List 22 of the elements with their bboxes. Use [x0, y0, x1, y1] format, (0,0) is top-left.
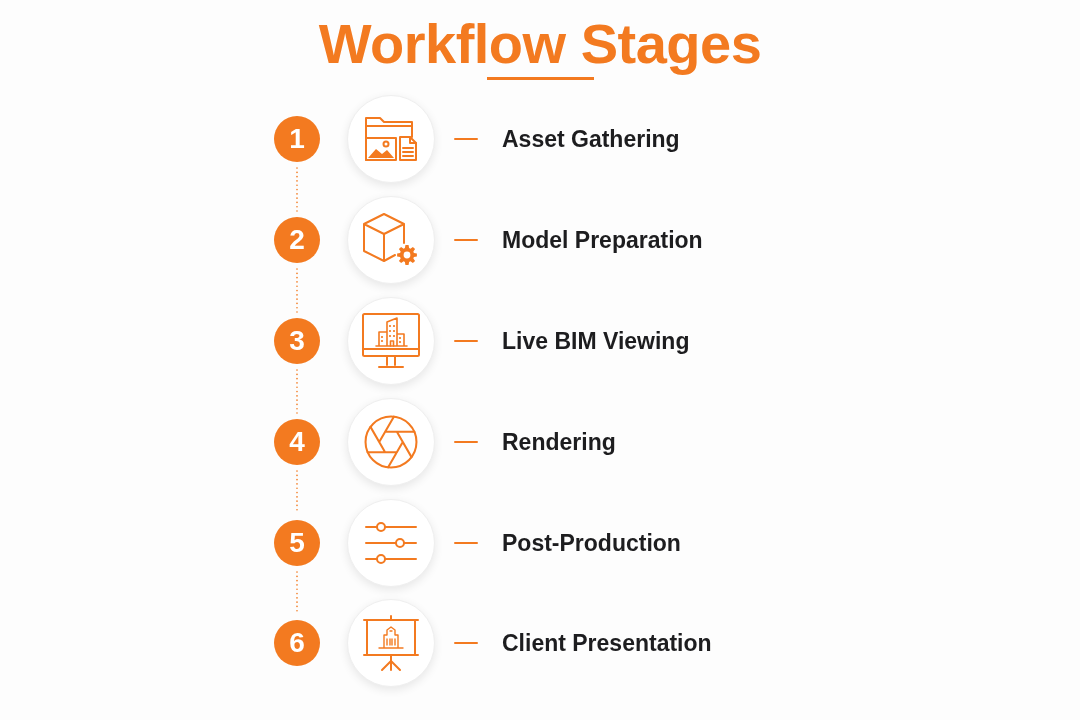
stage-label: Live BIM Viewing: [502, 327, 690, 355]
connector-line: [454, 642, 478, 644]
step-number: 2: [274, 217, 320, 263]
dotted-connector: [296, 268, 298, 313]
connector-line: [454, 542, 478, 544]
connector-line: [454, 340, 478, 342]
stage-label: Post-Production: [502, 529, 681, 557]
dotted-connector: [296, 167, 298, 212]
step-number: 5: [274, 520, 320, 566]
stage-label: Asset Gathering: [502, 125, 680, 153]
connector-line: [454, 239, 478, 241]
stage-label: Model Preparation: [502, 226, 703, 254]
step-number: 1: [274, 116, 320, 162]
step-number: 3: [274, 318, 320, 364]
connector-line: [454, 441, 478, 443]
step-number: 6: [274, 620, 320, 666]
diagram-title: Workflow Stages: [318, 13, 762, 75]
connector-line: [454, 138, 478, 140]
stage-label: Client Presentation: [502, 629, 712, 657]
dotted-connector: [296, 369, 298, 414]
step-number: 4: [274, 419, 320, 465]
stage-label: Rendering: [502, 428, 616, 456]
